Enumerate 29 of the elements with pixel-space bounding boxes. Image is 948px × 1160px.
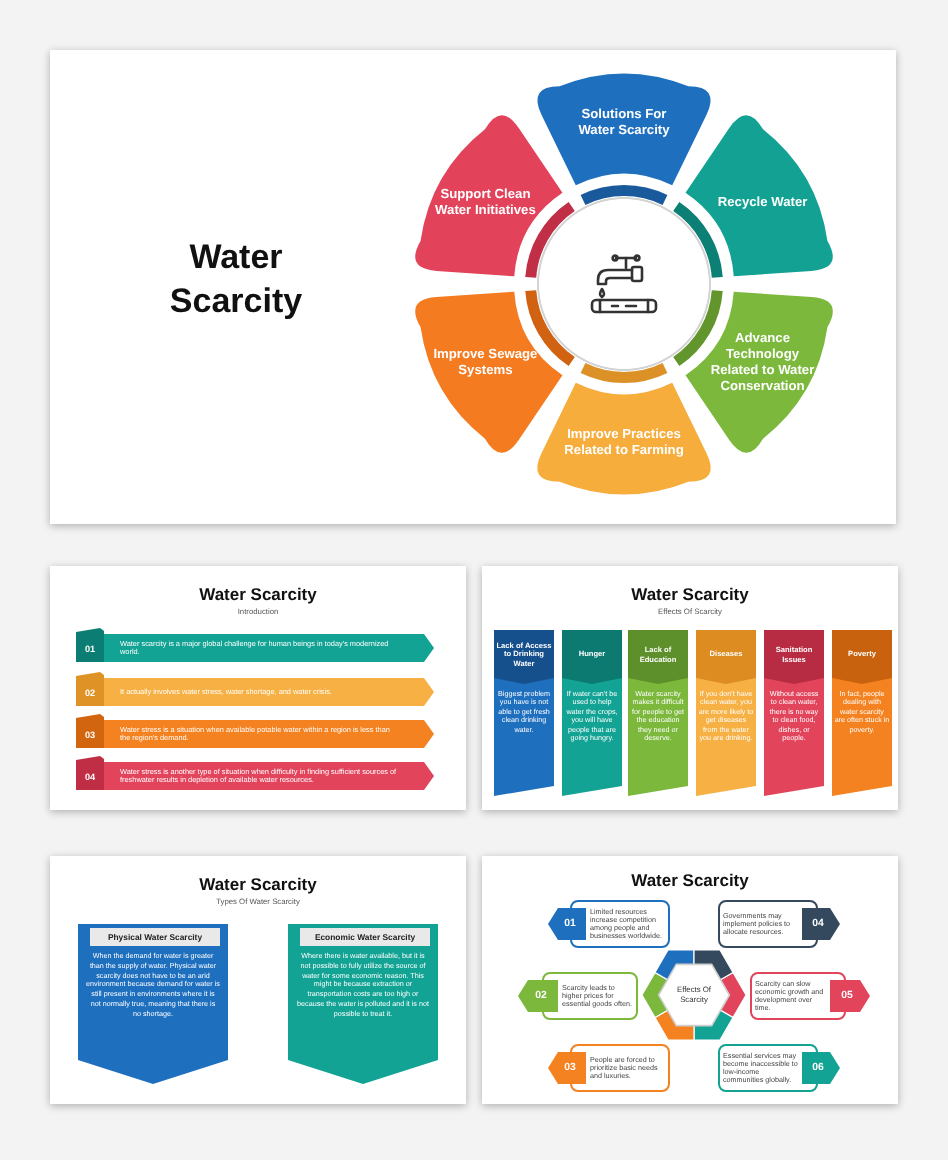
type-panel <box>78 924 228 1084</box>
effect-column <box>764 630 824 796</box>
effect-column <box>628 630 688 796</box>
effect-column <box>494 630 554 796</box>
number-tag <box>548 1052 586 1084</box>
slide-card <box>50 566 466 810</box>
number-tag <box>802 908 840 940</box>
slide-card <box>482 566 898 810</box>
slide-card <box>50 50 896 524</box>
slide-card <box>50 856 466 1104</box>
slide-title: Water Scarcity <box>631 584 749 604</box>
number-tag <box>548 908 586 940</box>
hexagon-hub <box>642 950 746 1041</box>
effect-column <box>562 630 622 796</box>
effect-column <box>696 630 756 796</box>
arrow-banner <box>76 672 434 706</box>
slide-title: Water Scarcity <box>631 870 749 890</box>
number-tag <box>802 1052 840 1084</box>
arrow-banner <box>76 756 434 790</box>
slide-card <box>482 856 898 1104</box>
type-panel <box>288 924 438 1084</box>
slide-title: Water Scarcity <box>199 584 317 604</box>
effect-column <box>832 630 892 796</box>
arrow-banner <box>76 714 434 748</box>
slide-title: Water Scarcity <box>199 874 317 894</box>
number-tag <box>518 980 558 1012</box>
slide-title: Water Scarcity <box>167 236 305 324</box>
number-tag <box>830 980 870 1012</box>
arrow-banner <box>76 628 434 662</box>
